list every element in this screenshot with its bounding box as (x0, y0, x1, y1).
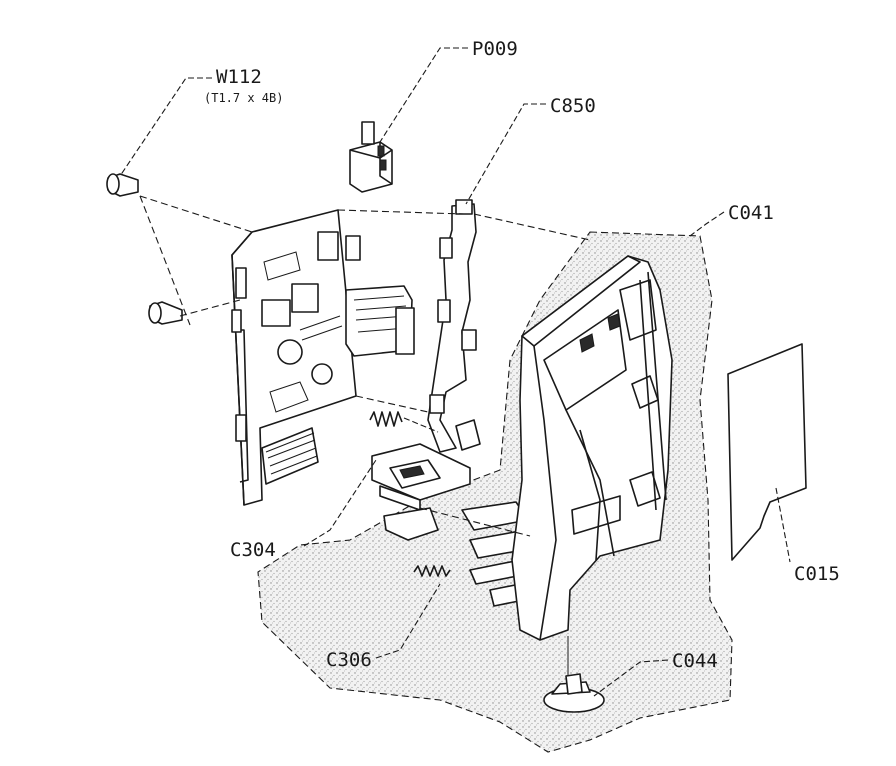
label-c015: C015 (794, 563, 840, 585)
label-c306: C306 (326, 649, 372, 671)
screw-w112-lower (148, 301, 183, 325)
panel-part-c015 (727, 343, 807, 561)
housing-part-c041 (511, 255, 673, 641)
label-p009: P009 (472, 38, 518, 60)
bracket-part-c850 (427, 199, 481, 453)
label-c850: C850 (550, 95, 596, 117)
spring-part-c306 (413, 565, 451, 577)
foot-part-c044 (543, 636, 605, 713)
spring-part-c304 (369, 411, 439, 433)
assembly-guide-lines (139, 195, 591, 537)
label-w112: W112 (216, 66, 262, 88)
plug-part-p009 (349, 121, 393, 193)
screw-w112-upper (106, 173, 139, 197)
main-circuit-board (231, 209, 415, 506)
label-c304: C304 (230, 539, 276, 561)
label-c044: C044 (672, 650, 718, 672)
label-c041: C041 (728, 202, 774, 224)
label-w112-spec: (T1.7 x 4B) (204, 91, 283, 105)
label-leader-lines (119, 47, 791, 697)
